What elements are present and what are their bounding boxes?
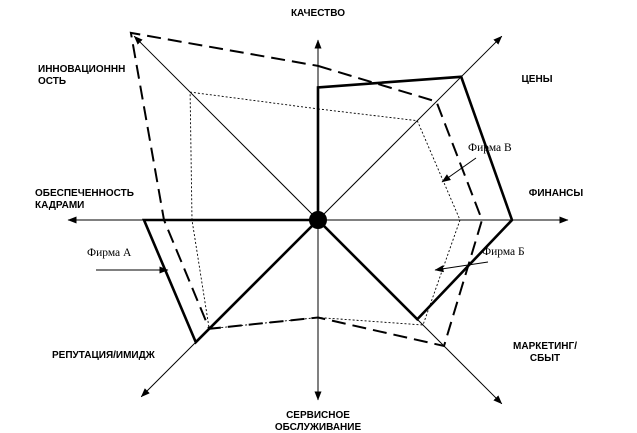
center-point (309, 211, 327, 229)
axis-label-reputation: РЕПУТАЦИЯ/ИМИДЖ (52, 350, 156, 361)
series-label-1: Фирма Б (482, 246, 525, 258)
series-label-0: Фирма А (87, 247, 132, 259)
axis-line-prices (317, 35, 503, 221)
axis-label-quality: КАЧЕСТВО (291, 8, 345, 19)
series-polygon-2 (189, 91, 461, 330)
axis-label-marketing: МАРКЕТИНГ/СБЫТ (513, 341, 577, 364)
series-label-2: Фирма В (468, 142, 512, 154)
series-pointer-1 (434, 261, 489, 273)
axis-line-innovation (133, 35, 319, 221)
axis-label-finance: ФИНАНСЫ (529, 188, 584, 199)
axis-label-prices: ЦЕНЫ (522, 74, 553, 85)
series-pointer-2 (441, 157, 477, 183)
